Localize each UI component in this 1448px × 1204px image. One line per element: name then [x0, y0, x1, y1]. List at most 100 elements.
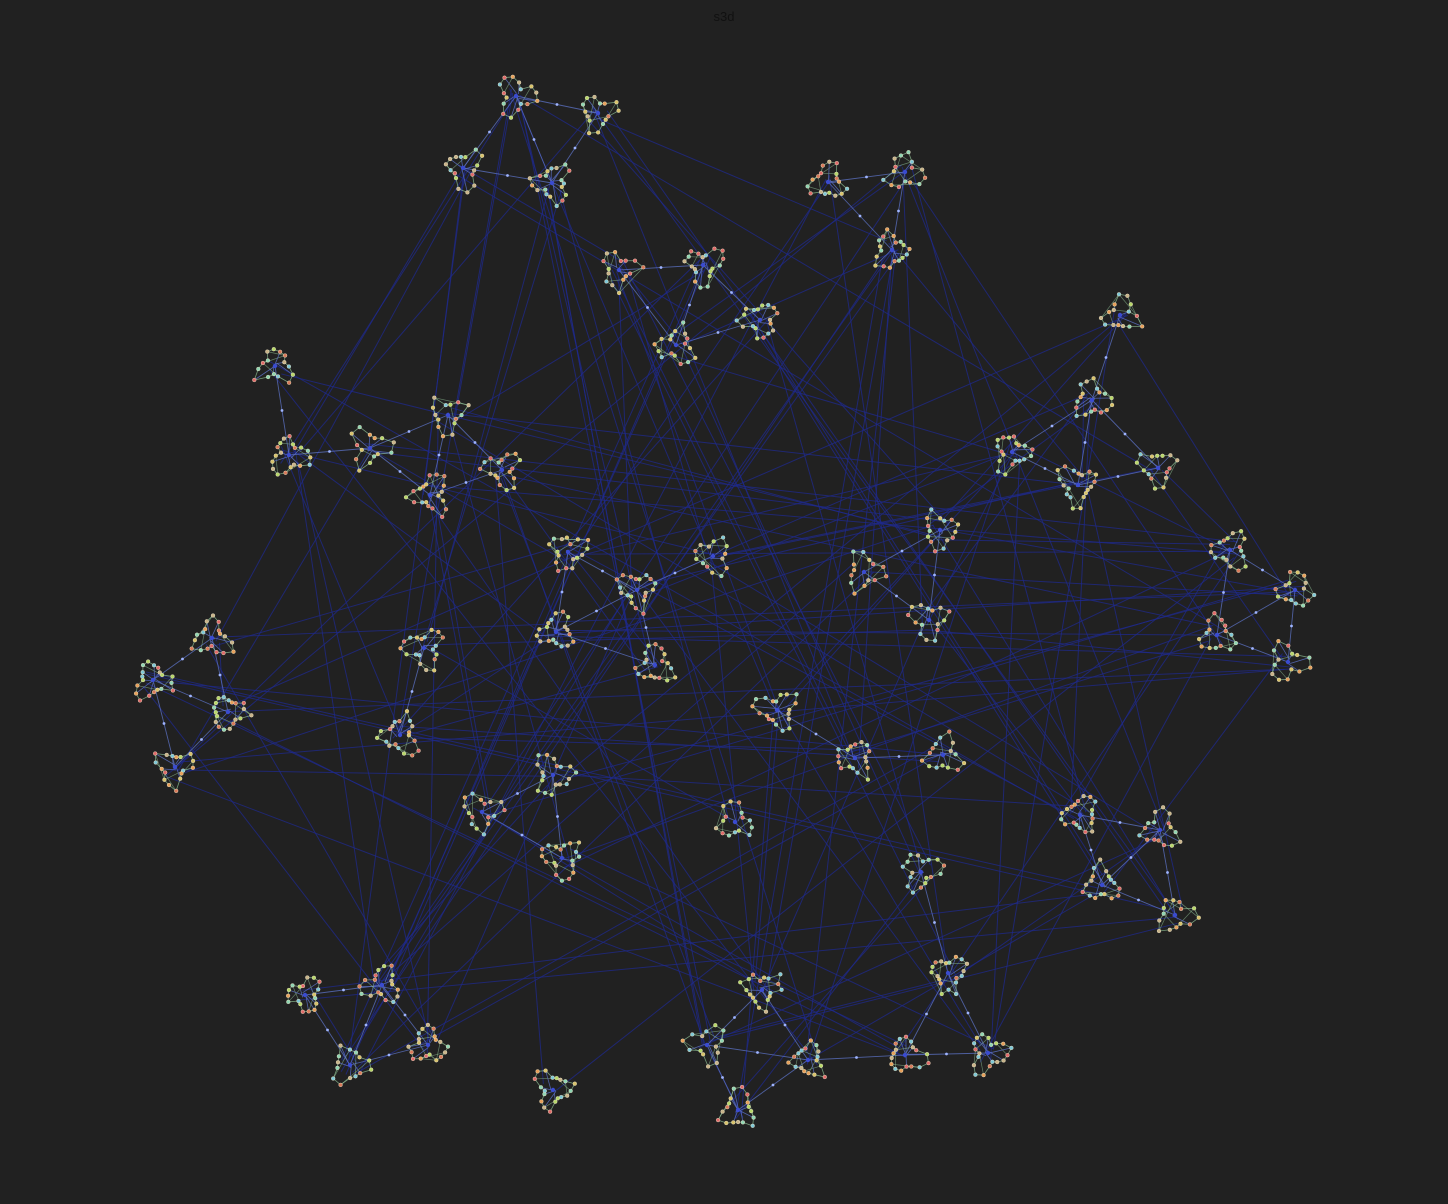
graph-node: [1104, 408, 1109, 413]
graph-node: [724, 565, 729, 571]
graph-node: [553, 872, 559, 877]
cluster-chord: [1068, 488, 1081, 509]
graph-cluster: [580, 94, 621, 136]
graph-node: [766, 976, 771, 981]
graph-node: [659, 336, 664, 341]
graph-node: [1155, 453, 1160, 458]
graph-node: [438, 1054, 444, 1059]
graph-node: [927, 764, 932, 769]
long-edge: [846, 640, 1209, 754]
long-edge: [979, 638, 1212, 1063]
graph-node: [566, 876, 572, 881]
bridge-node: [814, 732, 818, 736]
long-edge: [591, 105, 1175, 913]
graph-node: [814, 1058, 819, 1063]
graph-node: [203, 626, 208, 632]
cluster-chord: [868, 559, 870, 581]
graph-node: [1173, 829, 1178, 835]
cluster-chord: [216, 715, 234, 724]
long-edge: [478, 809, 754, 982]
graph-node: [562, 624, 567, 629]
graph-node: [1120, 324, 1126, 329]
cluster-chord: [939, 978, 957, 983]
cluster-spoke: [889, 250, 896, 268]
graph-node: [216, 695, 221, 701]
graph-node: [934, 765, 939, 770]
graph-node: [1089, 878, 1094, 883]
graph-node: [563, 192, 568, 197]
cluster-chord: [700, 544, 727, 547]
graph-node: [433, 643, 438, 648]
graph-node: [918, 885, 923, 890]
graph-node: [431, 1026, 436, 1031]
cluster-spoke: [1162, 832, 1181, 843]
graph-node: [643, 650, 648, 655]
graph-node: [539, 1099, 544, 1104]
graph-node: [391, 440, 396, 445]
graph-node: [1287, 569, 1293, 575]
graph-node: [544, 859, 549, 864]
graph-node: [1072, 802, 1077, 807]
long-edge: [215, 623, 550, 638]
graph-node: [147, 693, 152, 698]
long-edge: [435, 500, 493, 819]
cluster-chord: [947, 742, 954, 768]
bridge-node: [181, 657, 184, 661]
long-edge: [280, 446, 402, 736]
graph-node: [995, 1059, 1000, 1065]
graph-node: [553, 560, 559, 565]
long-edge: [451, 407, 933, 538]
graph-node: [252, 377, 257, 383]
bridge-node: [328, 450, 331, 453]
graph-node: [971, 1063, 976, 1068]
graph-node: [690, 1032, 695, 1037]
cluster-edge: [377, 452, 392, 455]
graph-node: [913, 620, 918, 625]
graph-node: [198, 648, 203, 653]
graph-node: [930, 608, 935, 613]
graph-node: [1089, 409, 1094, 414]
graph-node: [592, 94, 597, 100]
long-edge: [1019, 445, 1237, 554]
graph-node: [496, 460, 501, 465]
graph-node: [1149, 454, 1155, 459]
cluster-chord: [219, 633, 234, 652]
graph-node: [553, 782, 558, 787]
graph-node: [713, 1023, 718, 1028]
graph-node: [1137, 833, 1142, 838]
graph-node: [928, 874, 933, 880]
cluster-spoke: [430, 475, 445, 498]
graph-node: [932, 638, 938, 643]
graph-node: [372, 977, 377, 982]
graph-node: [308, 455, 313, 460]
bridge-node: [1043, 467, 1047, 470]
graph-node: [1003, 472, 1008, 477]
graph-node: [836, 754, 841, 759]
graph-node: [806, 1071, 811, 1076]
graph-node: [1106, 874, 1111, 879]
graph-node: [433, 412, 438, 417]
cluster-chord: [1214, 612, 1237, 644]
graph-node: [443, 507, 449, 512]
graph-node: [390, 982, 395, 987]
graph-node: [1238, 529, 1244, 534]
graph-node: [425, 1022, 430, 1027]
graph-node: [230, 640, 235, 645]
graph-node: [511, 485, 517, 490]
cluster-chord: [557, 543, 571, 553]
graph-node: [140, 674, 145, 679]
graph-node: [410, 1056, 416, 1061]
graph-node: [456, 400, 461, 405]
cluster-spoke: [829, 179, 843, 195]
graph-node: [286, 993, 291, 998]
graph-node: [537, 173, 543, 178]
long-edge: [1070, 398, 1091, 814]
graph-node: [547, 1109, 553, 1114]
graph-node: [1276, 657, 1281, 662]
graph-cluster: [601, 250, 646, 296]
graph-node: [881, 264, 886, 269]
cluster-hub-node: [1099, 882, 1105, 888]
graph-node: [784, 692, 789, 697]
graph-node: [368, 460, 373, 465]
graph-cluster: [900, 852, 947, 895]
